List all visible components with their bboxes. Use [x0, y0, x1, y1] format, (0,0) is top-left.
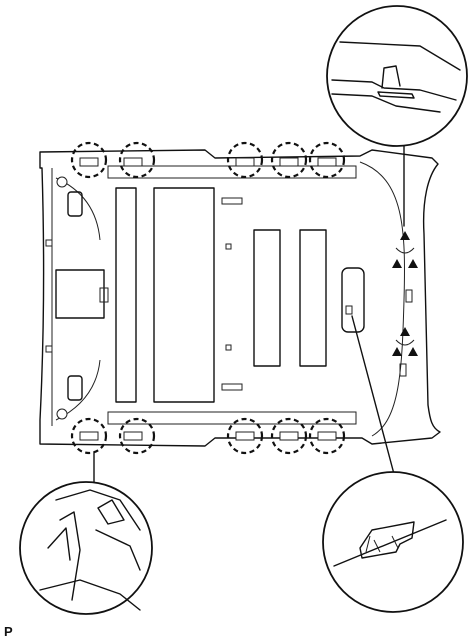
front-panel-recess: [55, 269, 105, 319]
slot-bottom: [221, 383, 243, 391]
clip-dashed-circle: [118, 417, 156, 455]
opening-1: [115, 187, 137, 403]
clip-circles-bottom: [70, 417, 346, 455]
clip-dashed-circle: [226, 141, 264, 179]
clip-pad: [123, 157, 143, 167]
opening-3: [253, 229, 281, 367]
triangle-mark-icon: [400, 327, 410, 336]
clip-pads-bottom: [79, 431, 337, 441]
visor-holder-bottom: [67, 375, 83, 401]
triangle-group-bracket: [395, 247, 415, 346]
clip-pad: [235, 157, 255, 167]
detail-circle-bottom-left: [19, 481, 153, 615]
triangle-mark-icon: [400, 231, 410, 240]
clip-dashed-circle: [118, 141, 156, 179]
clip-dashed-circle: [70, 141, 108, 179]
clip-circles-top: [70, 141, 346, 179]
clip-pad: [317, 157, 337, 167]
visor-holder-top: [67, 191, 83, 217]
clip-pad: [79, 157, 99, 167]
clip-dashed-circle: [308, 417, 346, 455]
detail-circle-top-right: [326, 5, 468, 147]
detail-connector: [333, 519, 447, 567]
clip-hole-bottom: [56, 408, 68, 420]
figure-code-label: P: [4, 624, 13, 639]
triangle-mark-icon: [392, 347, 402, 356]
screw-top: [45, 239, 53, 247]
opening-2: [153, 187, 215, 403]
headliner-inner-edge: [51, 161, 406, 437]
wire-connector-1: [405, 289, 413, 303]
clip-dashed-circle: [270, 141, 308, 179]
clip-dashed-circle: [226, 417, 264, 455]
clip-pad: [235, 431, 255, 441]
triangle-mark-icon: [392, 259, 402, 268]
clip-pad: [279, 157, 299, 167]
front-frame-bottom: [107, 411, 357, 425]
clip-dashed-circle: [270, 417, 308, 455]
front-frame-top: [107, 165, 357, 179]
side-curve: [55, 177, 101, 421]
interior-lamp: [341, 267, 365, 333]
clip-pad: [79, 431, 99, 441]
detail-clip-bottom: [39, 489, 141, 611]
clip-pad: [317, 431, 337, 441]
clip-hole-top: [56, 176, 68, 188]
hole-1: [225, 243, 232, 250]
clip-dashed-circle: [70, 417, 108, 455]
detail-clip-top: [331, 41, 461, 113]
lamp-tab: [345, 305, 353, 315]
clip-pads-top: [79, 157, 337, 167]
leader-line-bottom-right: [351, 315, 395, 475]
front-panel-tab: [99, 287, 109, 303]
wire-connector-2: [399, 363, 407, 377]
screw-bottom: [45, 345, 53, 353]
triangle-mark-icon: [408, 259, 418, 268]
triangle-marks: [392, 231, 418, 356]
hole-2: [225, 344, 232, 351]
triangle-mark-icon: [408, 347, 418, 356]
clip-pad: [279, 431, 299, 441]
clip-pad: [123, 431, 143, 441]
headliner-outline: [39, 149, 441, 447]
opening-4: [299, 229, 327, 367]
clip-dashed-circle: [308, 141, 346, 179]
slot-top: [221, 197, 243, 205]
